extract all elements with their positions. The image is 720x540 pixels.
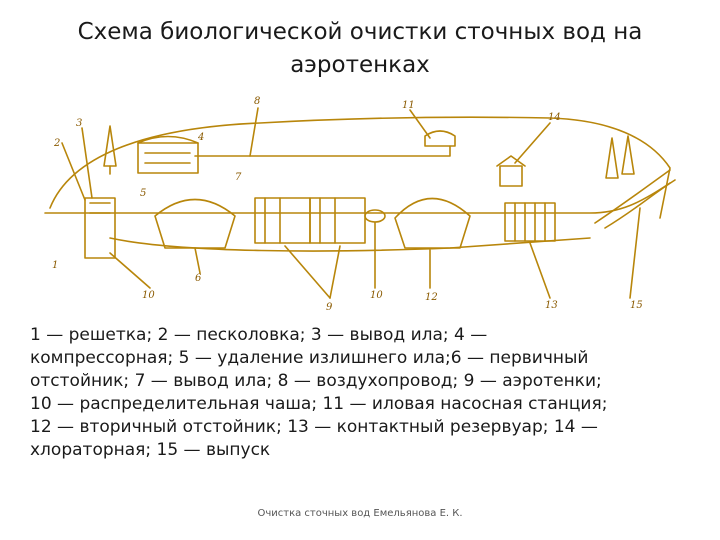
label-7: 7 <box>235 172 242 183</box>
tree-right-1 <box>605 137 619 179</box>
compressor-house <box>137 142 199 174</box>
plant-boundary <box>49 116 671 219</box>
label-15: 15 <box>630 300 643 311</box>
label-12: 12 <box>425 292 438 303</box>
contact-reservoir <box>504 202 556 242</box>
outfall <box>594 169 671 224</box>
label-3: 3 <box>76 118 82 129</box>
label-10-left: 10 <box>142 290 155 301</box>
label-10-right: 10 <box>370 290 383 301</box>
lower-channel <box>109 237 591 252</box>
label-2: 2 <box>53 138 60 149</box>
label-11: 11 <box>402 100 415 111</box>
grate-structure <box>84 197 116 259</box>
distribution-bowl <box>364 209 386 223</box>
label-5: 5 <box>140 188 146 199</box>
label-14: 14 <box>548 112 561 123</box>
label-13: 13 <box>545 300 558 311</box>
page-title: Схема биологической очистки сточных вод … <box>77 19 643 78</box>
label-9: 9 <box>326 302 333 313</box>
aeration-tank-2 <box>309 197 366 244</box>
label-8: 8 <box>254 96 260 107</box>
label-6: 6 <box>195 273 202 284</box>
tree-left <box>103 125 117 167</box>
secondary-settler <box>394 197 471 249</box>
chlorination-building <box>499 165 523 187</box>
treatment-plant-diagram: 1 2 3 4 5 6 7 8 9 10 10 11 12 13 14 15 <box>44 96 676 313</box>
sludge-pump-station <box>424 130 456 147</box>
footer-credit: Очистка сточных вод Емельянова Е. К. <box>257 508 463 519</box>
label-4: 4 <box>197 132 204 143</box>
tree-right-2 <box>621 135 635 175</box>
primary-settler <box>154 198 236 249</box>
aeration-tank-1 <box>254 197 311 244</box>
air-pipeline <box>194 145 451 157</box>
label-1: 1 <box>52 260 58 271</box>
legend-caption: 1 — решетка; 2 — песколовка; 3 — вывод и… <box>30 325 608 460</box>
